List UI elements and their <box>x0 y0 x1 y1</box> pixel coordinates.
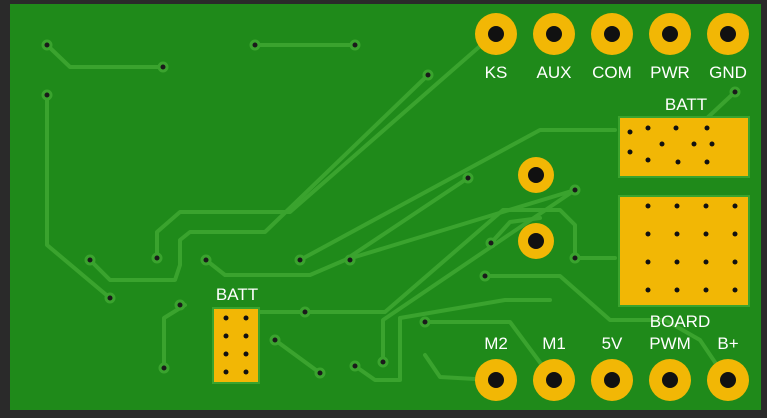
trace <box>204 176 470 277</box>
via <box>349 39 361 51</box>
pin-label-gnd: GND <box>709 63 747 82</box>
pin-pad-com <box>591 13 633 55</box>
via <box>485 237 497 249</box>
trace <box>483 274 729 382</box>
batt-top-label: BATT <box>665 95 707 114</box>
pin-pad-m1 <box>533 359 575 401</box>
via <box>569 184 581 196</box>
via <box>174 299 186 311</box>
trace <box>88 73 430 282</box>
pin-pad-aux <box>533 13 575 55</box>
pin-label-m2: M2 <box>484 334 508 353</box>
pin-pad-ks <box>475 13 517 55</box>
pin-label-ks: KS <box>485 63 508 82</box>
via <box>157 61 169 73</box>
via <box>299 306 311 318</box>
pin-pad-pwr <box>649 13 691 55</box>
via <box>200 254 212 266</box>
via <box>104 292 116 304</box>
via <box>249 39 261 51</box>
via <box>419 316 431 328</box>
batt-connector-top: BATT <box>618 95 750 178</box>
via <box>269 334 281 346</box>
via <box>41 89 53 101</box>
pin-label-pwr: PWR <box>650 63 690 82</box>
via <box>151 252 163 264</box>
via <box>344 254 356 266</box>
batt-left-label: BATT <box>216 285 258 304</box>
via <box>84 254 96 266</box>
trace <box>45 93 112 300</box>
mount-pads <box>518 157 554 259</box>
board-connector: BOARD <box>618 195 750 331</box>
via <box>729 86 741 98</box>
pin-label-5v: 5V <box>602 334 623 353</box>
via <box>377 356 389 368</box>
pin-label-m1: M1 <box>542 334 566 353</box>
pin-label-bplus: B+ <box>717 334 738 353</box>
trace <box>273 338 322 375</box>
via <box>422 69 434 81</box>
pin-pad-5v <box>591 359 633 401</box>
via <box>294 254 306 266</box>
via <box>479 270 491 282</box>
pin-pad-m2 <box>475 359 517 401</box>
pin-pad-gnd <box>707 13 749 55</box>
pin-label-aux: AUX <box>537 63 572 82</box>
trace <box>703 90 737 122</box>
batt-connector-left: BATT <box>212 285 260 384</box>
trace <box>343 188 577 262</box>
trace <box>423 320 555 382</box>
board-label: BOARD <box>650 312 710 331</box>
bottom-header-pins: M2 M1 5V PWM B+ <box>475 334 749 401</box>
top-header-pins: KS AUX COM PWR GND <box>475 13 749 82</box>
pin-label-pwm: PWM <box>649 334 691 353</box>
via <box>569 252 581 264</box>
trace <box>353 298 552 382</box>
trace <box>381 188 577 364</box>
via <box>462 172 474 184</box>
trace <box>298 128 617 262</box>
via <box>158 362 170 374</box>
via <box>41 39 53 51</box>
trace <box>45 43 165 69</box>
trace <box>489 216 542 245</box>
pin-pad-bplus <box>707 359 749 401</box>
pin-label-com: COM <box>592 63 632 82</box>
trace <box>155 38 489 260</box>
via <box>349 360 361 372</box>
vias <box>41 39 741 379</box>
pin-pad-pwm <box>649 359 691 401</box>
via <box>314 367 326 379</box>
